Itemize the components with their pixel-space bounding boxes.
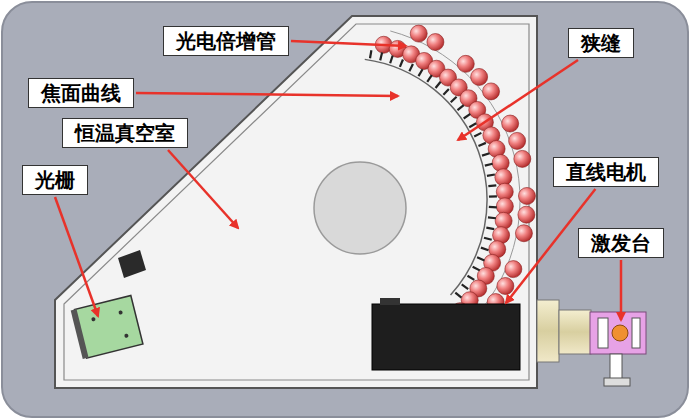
pmt-tube: [518, 206, 535, 223]
pmt-mount-arc: [390, 31, 520, 326]
pmt-tube: [457, 55, 474, 72]
slit-mark: [455, 293, 461, 298]
slit-mark: [489, 195, 497, 197]
pmt-tube: [427, 34, 444, 51]
callout-label: 激发台: [591, 231, 651, 255]
slit-array: [370, 50, 497, 297]
slit-mark: [482, 153, 490, 155]
slit-mark: [473, 267, 480, 271]
callout-box: 恒温真空室: [62, 118, 188, 148]
slit-mark: [451, 97, 457, 102]
photomultiplier-array: [375, 25, 535, 320]
slit-mark: [467, 276, 474, 280]
pmt-tube: [410, 25, 427, 42]
slit-mark: [458, 105, 464, 110]
callout-label: 光电倍增管: [176, 29, 276, 53]
focal-curve-line: [365, 59, 487, 295]
leader-arrow: [458, 60, 578, 140]
leader-arrow: [620, 260, 623, 320]
excitation-stage: [590, 312, 646, 354]
slit-mark: [443, 89, 448, 95]
slit-mark: [488, 216, 496, 219]
slit-mark: [474, 133, 481, 137]
grating: [71, 296, 143, 360]
slit-mark: [370, 50, 371, 58]
slit-mark: [478, 143, 485, 146]
pmt-tube: [509, 132, 526, 149]
pmt-tube: [502, 115, 519, 132]
slit-mark: [436, 82, 441, 88]
slit-mark: [489, 206, 497, 209]
slit-mark: [484, 238, 492, 240]
focal-curve: [365, 31, 520, 326]
pmt-tube: [471, 68, 488, 85]
callout-box: 直线电机: [553, 157, 659, 187]
callout-box: 光栅: [22, 165, 88, 195]
slit-mark: [462, 284, 468, 289]
callout-box: 焦面曲线: [28, 78, 134, 108]
leader-arrow: [168, 150, 238, 228]
motor-tab: [380, 298, 400, 305]
pmt-tube: [515, 225, 532, 242]
sample-holder: [612, 325, 628, 341]
slit-mark: [486, 228, 494, 230]
bracket: [118, 250, 146, 278]
pmt-tube: [518, 187, 535, 204]
leader-arrow: [136, 93, 398, 96]
slit-mark: [400, 59, 403, 66]
callout-label: 光栅: [35, 168, 75, 192]
vacuum-chamber: [55, 16, 537, 388]
callout-box: 激发台: [578, 228, 664, 258]
pmt-tube: [497, 278, 514, 295]
stage-clamp: [598, 318, 608, 348]
callout-label: 恒温真空室: [75, 121, 175, 145]
callout-box: 光电倍增管: [163, 26, 289, 56]
slit-mark: [418, 69, 422, 76]
flange: [537, 300, 559, 362]
leader-arrow: [291, 41, 406, 46]
callout-label: 直线电机: [566, 160, 646, 184]
callout-label: 狭缝: [581, 31, 621, 55]
slit-mark: [464, 114, 471, 119]
center-plate: [314, 162, 406, 254]
slit-mark: [409, 64, 413, 71]
callout-box: 狭缝: [568, 28, 634, 58]
slit-mark: [469, 123, 476, 127]
slit-mark: [485, 164, 493, 166]
flange: [559, 310, 591, 354]
leader-arrow: [55, 197, 98, 316]
slit-mark: [390, 56, 393, 64]
slit-mark: [488, 184, 496, 187]
slit-mark: [487, 175, 495, 176]
slit-mark: [477, 257, 484, 260]
pmt-tube: [483, 83, 500, 100]
pmt-tube: [505, 261, 522, 278]
slit-mark: [427, 75, 432, 82]
linear-motor: [372, 304, 520, 370]
callout-label: 焦面曲线: [41, 81, 121, 105]
slit-mark: [380, 53, 382, 61]
stage-foot: [604, 378, 630, 386]
slit-mark: [481, 248, 489, 251]
stage-clamp: [632, 318, 640, 348]
pmt-tube: [514, 150, 531, 167]
